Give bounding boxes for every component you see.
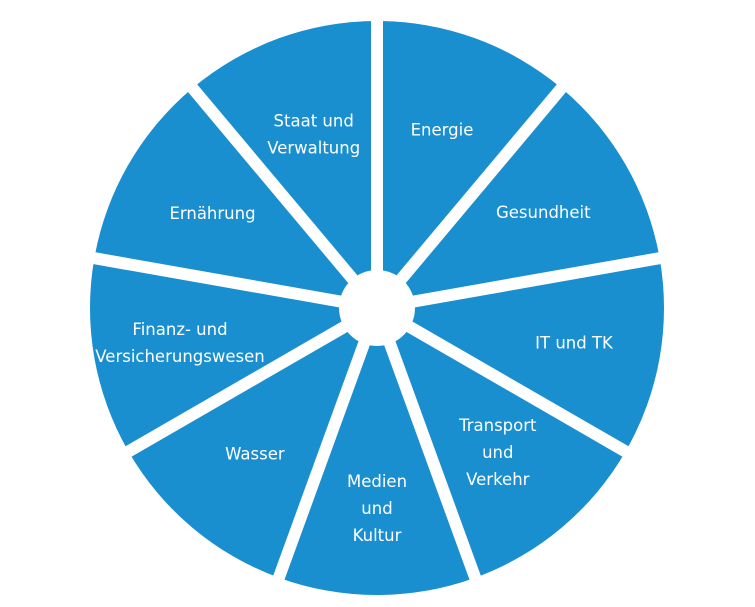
segment-divider xyxy=(375,251,665,314)
label-line: Kultur xyxy=(353,526,402,545)
label-line: Gesundheit xyxy=(496,203,591,222)
segment-ernaehrung xyxy=(94,88,378,309)
segment-divider xyxy=(373,302,633,459)
label-ernaehrung: Ernährung xyxy=(169,204,255,223)
label-line: Staat und xyxy=(274,112,354,131)
segment-it-und-tk xyxy=(377,258,665,452)
label-wasser: Wasser xyxy=(225,445,285,464)
segment-divider xyxy=(372,81,569,312)
label-line: Ernährung xyxy=(169,204,255,223)
label-line: Energie xyxy=(411,121,474,140)
segment-divider xyxy=(371,305,483,584)
segment-transport-und-verkehr xyxy=(377,308,626,578)
label-line: Verkehr xyxy=(466,470,530,489)
label-line: Transport xyxy=(458,416,537,435)
label-line: und xyxy=(482,443,513,462)
label-line: Medien xyxy=(347,472,407,491)
label-line: IT und TK xyxy=(535,334,614,353)
segment-divider xyxy=(185,81,382,312)
label-line: Verwaltung xyxy=(267,139,360,158)
label-line: Wasser xyxy=(225,445,285,464)
center-hub xyxy=(339,270,415,346)
segment-divider xyxy=(121,302,381,459)
label-energie: Energie xyxy=(411,121,474,140)
segment-medien-und-kultur xyxy=(278,308,476,595)
segment-finanz-und-versicherungswesen xyxy=(89,258,378,452)
segment-staat-und-verwaltung xyxy=(192,21,377,308)
segment-divider xyxy=(89,251,379,314)
label-it-und-tk: IT und TK xyxy=(535,334,614,353)
label-line: Versicherungswesen xyxy=(95,347,264,366)
segment-divider xyxy=(271,305,383,584)
segment-wasser xyxy=(128,308,377,578)
segment-gesundheit xyxy=(377,88,660,309)
label-line: und xyxy=(361,499,392,518)
label-gesundheit: Gesundheit xyxy=(496,203,591,222)
wheel-segments xyxy=(89,17,665,595)
label-line: Finanz- und xyxy=(132,320,227,339)
segment-energie xyxy=(377,21,562,308)
